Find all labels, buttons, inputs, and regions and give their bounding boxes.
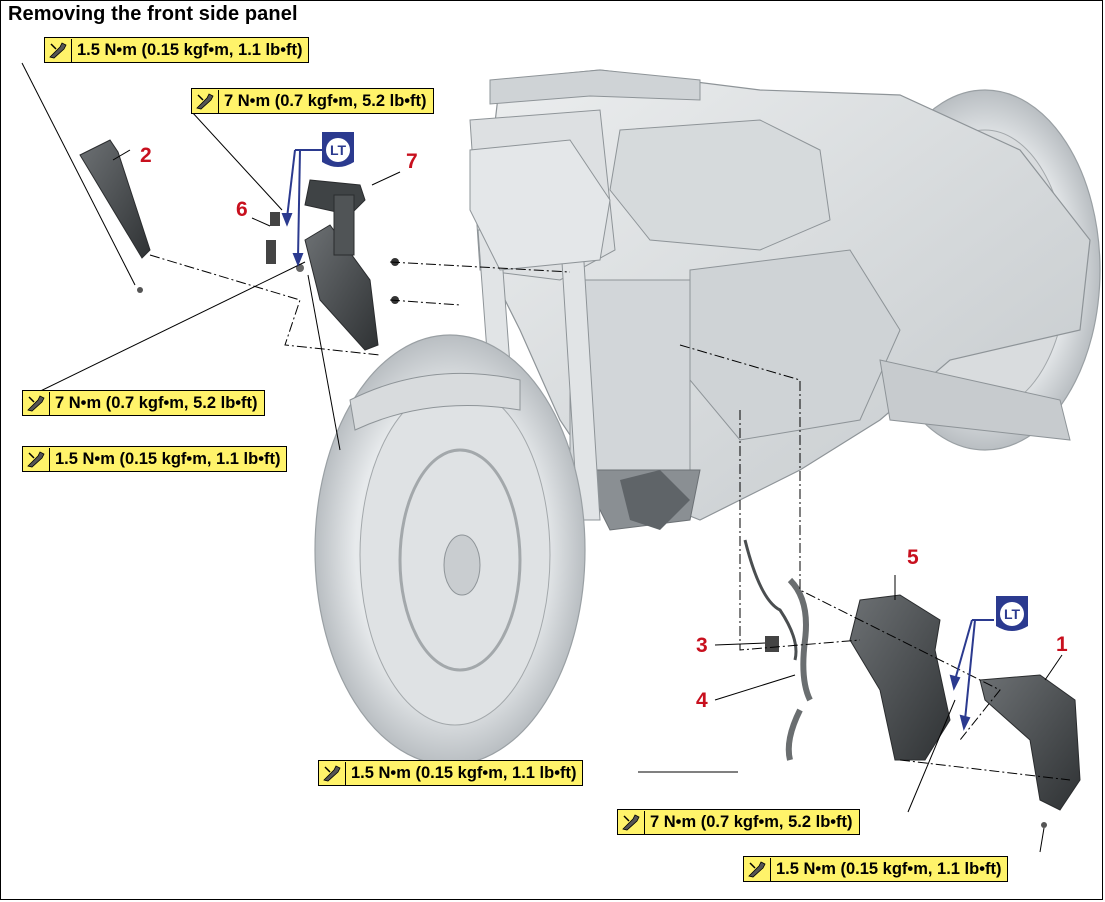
callout-7: 7: [406, 150, 418, 173]
torque-wrench-icon: [23, 391, 50, 415]
motorcycle-body: [469, 69, 1091, 531]
part-2-cover: [79, 139, 151, 293]
torque-spec-label: 1.5 N•m (0.15 kgf•m, 1.1 lb•ft): [318, 760, 584, 786]
torque-wrench-icon: [45, 38, 72, 62]
torque-spec-label: 7 N•m (0.7 kgf•m, 5.2 lb•ft): [22, 390, 265, 416]
torque-wrench-icon: [618, 810, 645, 834]
torque-spec-label: 7 N•m (0.7 kgf•m, 5.2 lb•ft): [617, 809, 860, 835]
callout-4: 4: [696, 689, 708, 712]
svg-text:LT: LT: [330, 142, 347, 158]
callout-5: 5: [907, 546, 919, 569]
part-5-panel: [849, 594, 951, 761]
callout-6: 6: [236, 198, 248, 221]
headlight-assembly: [469, 69, 701, 271]
torque-wrench-icon: [192, 89, 219, 113]
torque-spec-label: 7 N•m (0.7 kgf•m, 5.2 lb•ft): [191, 88, 434, 114]
torque-wrench-icon: [23, 447, 50, 471]
assembly-lines: [149, 254, 1071, 781]
lt-thread-locker-icon: LT: [996, 596, 1028, 631]
torque-wrench-icon: [319, 761, 346, 785]
lt-leader-arrows: [281, 149, 994, 731]
callout-2: 2: [140, 144, 152, 167]
callout-3: 3: [696, 634, 708, 657]
torque-wrench-icon: [744, 857, 771, 881]
part-3-harness: [743, 539, 798, 661]
leader-lines: [21, 62, 1063, 853]
front-wheel: [314, 334, 586, 766]
page-title: Removing the front side panel: [8, 3, 298, 25]
svg-text:LT: LT: [1004, 606, 1021, 622]
part-7-panel: [304, 179, 399, 351]
part-4-hose: [785, 577, 813, 761]
lt-thread-locker-icon: LT: [322, 132, 354, 167]
part-1-cover: [979, 674, 1081, 828]
torque-spec-label: 1.5 N•m (0.15 kgf•m, 1.1 lb•ft): [22, 446, 288, 472]
torque-spec-label: 1.5 N•m (0.15 kgf•m, 1.1 lb•ft): [743, 856, 1009, 882]
torque-spec-label: 1.5 N•m (0.15 kgf•m, 1.1 lb•ft): [44, 37, 310, 63]
callout-1: 1: [1056, 633, 1068, 656]
